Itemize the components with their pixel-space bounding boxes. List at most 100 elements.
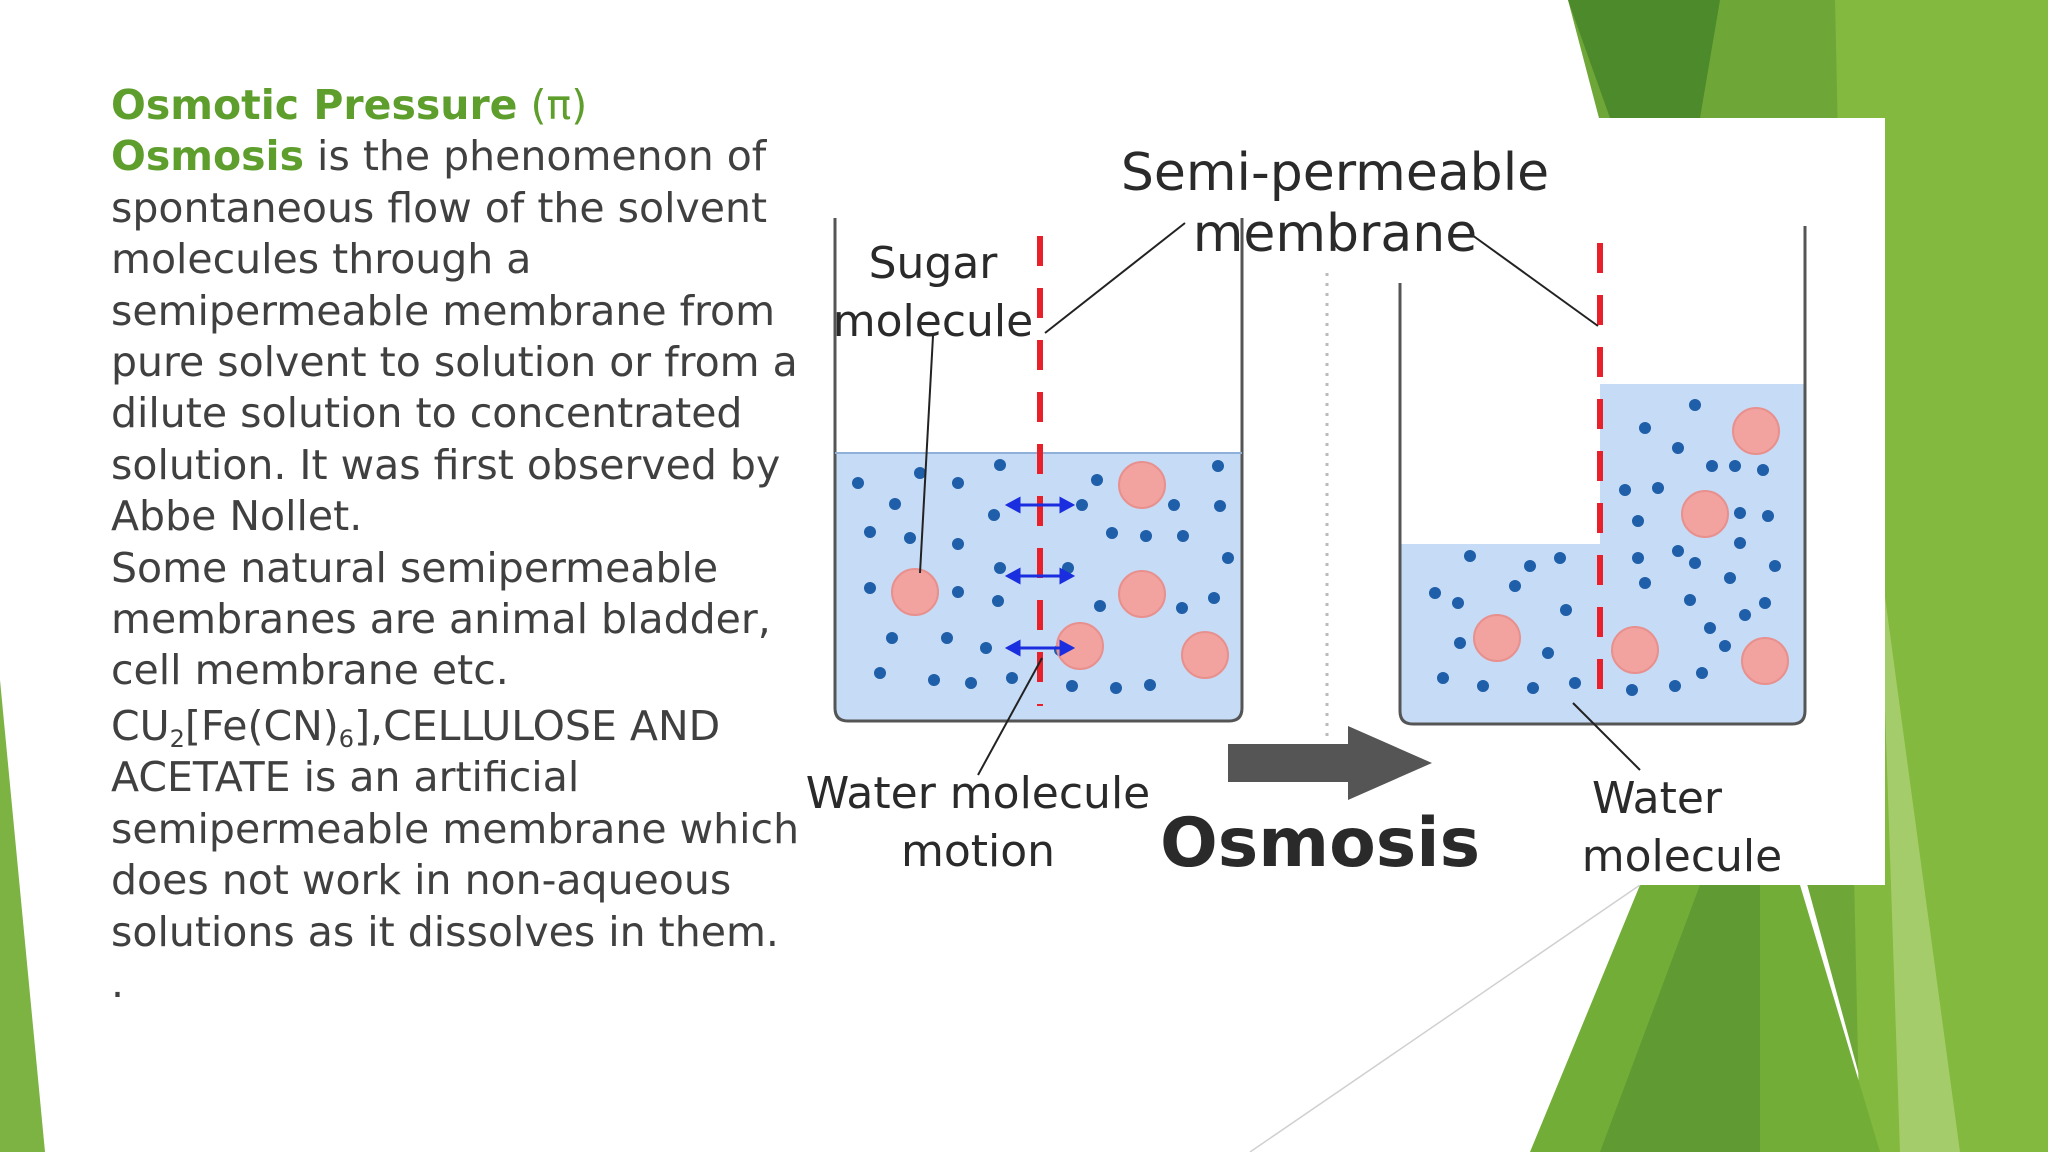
water-dot [1689, 557, 1701, 569]
water-dot [994, 562, 1006, 574]
heading-symbol: (π) [530, 81, 588, 129]
water-dot [1719, 640, 1731, 652]
water-dot [1696, 667, 1708, 679]
water-dot [1452, 597, 1464, 609]
water-dot [1006, 672, 1018, 684]
water-dot [992, 595, 1004, 607]
water-dot [1689, 399, 1701, 411]
heading-line: Osmotic Pressure (π) [111, 80, 801, 131]
sugar-molecule [1732, 407, 1780, 455]
water-dot [1684, 594, 1696, 606]
sugar-molecule [1741, 637, 1789, 685]
water-dot [1569, 677, 1581, 689]
water-dot [1076, 499, 1088, 511]
water-dot [1168, 499, 1180, 511]
slide-text: Osmotic Pressure (π) Osmosis is the phen… [111, 80, 801, 1009]
water-dot [1212, 460, 1224, 472]
trailing-dot: . [111, 958, 125, 1007]
water-dot [1672, 442, 1684, 454]
semi-membrane-pointer-left [1044, 222, 1186, 334]
water-dot [889, 498, 901, 510]
water-dot [1527, 682, 1539, 694]
water-dot [1177, 530, 1189, 542]
water-dot [941, 632, 953, 644]
water-dot [1757, 464, 1769, 476]
sugar-molecule [1118, 570, 1166, 618]
water-dot [1509, 580, 1521, 592]
artificial-membrane-paragraph: CU2[Fe(CN)6],CELLULOSE AND ACETATE is an… [111, 701, 801, 958]
formula-rest: ],CELLULOSE AND ACETATE is an artificial… [111, 701, 800, 956]
sugar-molecule [1056, 622, 1104, 670]
motion-arrow-head-left [1004, 567, 1021, 585]
water-dot [1524, 560, 1536, 572]
water-dot [1066, 680, 1078, 692]
osmosis-label: Osmosis [1160, 804, 1480, 883]
water-motion-arrows [1004, 496, 1076, 657]
water-dot [1652, 482, 1664, 494]
water-dot [864, 526, 876, 538]
water-dot [1704, 622, 1716, 634]
osmosis-direction-arrow [1228, 726, 1432, 800]
water-dot [914, 467, 926, 479]
water-dot [1222, 552, 1234, 564]
left-beaker-outline [833, 218, 1244, 723]
formula-subscript-6: 6 [338, 724, 355, 753]
water-dot [1729, 460, 1741, 472]
thin-diagonal-line [1249, 884, 1641, 1152]
water-dot [1669, 680, 1681, 692]
water-dot [1429, 587, 1441, 599]
water-dot [1619, 484, 1631, 496]
motion-arrow-head-left [1004, 496, 1021, 514]
water-dot [1437, 672, 1449, 684]
left-green-shape [0, 680, 45, 1152]
formula-cu: CU [111, 701, 170, 750]
water-motion-label-line2: motion [901, 826, 1055, 877]
osmosis-diagram: Semi-permeable membrane Sugar molecule W… [800, 118, 1885, 885]
top-right-dark-shape [1568, 0, 1720, 118]
water-dot [928, 674, 940, 686]
water-dot [1094, 600, 1106, 612]
water-dot [1739, 609, 1751, 621]
water-dot [952, 586, 964, 598]
water-dot [1176, 602, 1188, 614]
heading-term: Osmotic Pressure [111, 81, 518, 129]
water-dot [1106, 527, 1118, 539]
sugar-label-line2: molecule [833, 296, 1033, 347]
water-dot [1672, 545, 1684, 557]
water-dot [1759, 597, 1771, 609]
sugar-molecule [1611, 626, 1659, 674]
motion-arrow-head-right [1059, 567, 1076, 585]
motion-pointer [977, 657, 1043, 776]
semi-membrane-pointer-right [1471, 234, 1599, 327]
sugar-molecule [1681, 490, 1729, 538]
water-dot [852, 477, 864, 489]
water-dot [1734, 537, 1746, 549]
water-dot [1560, 604, 1572, 616]
water-dot [886, 632, 898, 644]
semi-permeable-label-line2: membrane [1193, 204, 1478, 264]
left-beaker [833, 218, 1244, 723]
sugar-molecules [891, 407, 1789, 685]
water-dot [1724, 572, 1736, 584]
water-dot [1110, 682, 1122, 694]
water-dot [1639, 422, 1651, 434]
formula-subscript-2: 2 [169, 724, 185, 753]
sugar-pointer [919, 335, 934, 574]
water-dot [988, 509, 1000, 521]
water-dot [965, 677, 977, 689]
water-dot [1214, 500, 1226, 512]
osmosis-term: Osmosis [111, 132, 305, 181]
water-dot [1632, 552, 1644, 564]
left-water [835, 453, 1242, 721]
water-dot [1639, 577, 1651, 589]
water-molecule-dots [852, 399, 1781, 696]
water-dot [864, 582, 876, 594]
water-dot [952, 477, 964, 489]
osmosis-definition-paragraph: Osmosis is the phenomenon of spontaneous… [111, 131, 801, 542]
water-dot [904, 532, 916, 544]
sugar-molecule [1118, 461, 1166, 509]
osmosis-definition: is the phenomenon of spontaneous flow of… [111, 132, 798, 541]
bottom-right-dark-shape [1600, 885, 1760, 1152]
sugar-molecule [891, 568, 939, 616]
formula-fe: [Fe(CN) [184, 701, 339, 750]
